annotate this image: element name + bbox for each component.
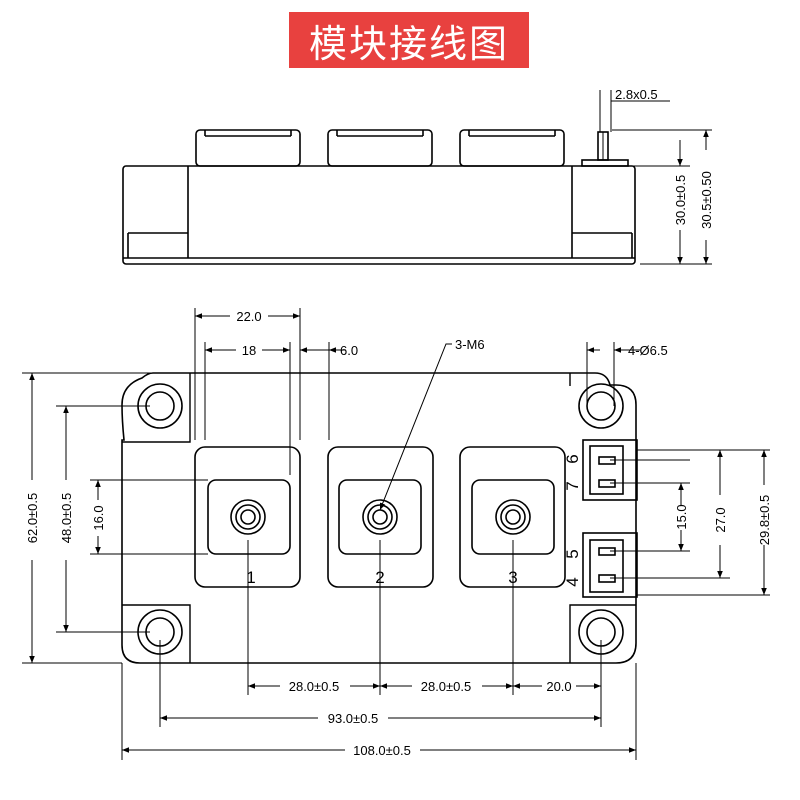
side-terminal-2 [327,129,433,167]
dim-mount-hole: 4-Ø6.5 [628,343,668,358]
dim-pitch-1: 28.0±0.5 [289,679,340,694]
side-body [122,165,636,265]
dim-hole-pitch-v: 48.0±0.5 [59,493,74,544]
top-outline [121,372,637,664]
dimension-lines [22,308,770,760]
dim-height-a: 30.0±0.5 [673,175,688,226]
dim-aux-27: 27.0 [713,507,728,532]
terminal-label-2: 2 [375,568,384,587]
dim-pitch-3: 20.0 [546,679,571,694]
aux-connector-bottom [582,532,638,598]
dim-pin-size: 2.8x0.5 [615,87,658,102]
dim-pitch-2: 28.0±0.5 [421,679,472,694]
terminal-label-3: 3 [508,568,517,587]
dim-screw: 3-M6 [455,337,485,352]
dim-term-gap: 6.0 [340,343,358,358]
dim-aux-15: 15.0 [674,504,689,529]
aux-pin-label-6: 6 [563,454,582,463]
mount-hole-tr [578,383,624,429]
dim-term-h: 16.0 [91,505,106,530]
side-terminal-1 [195,129,301,167]
dim-total-h: 62.0±0.5 [25,493,40,544]
title-text: 模块接线图 [308,21,509,66]
dim-term-width: 22.0 [236,309,261,324]
dim-aux-298: 29.8±0.5 [757,495,772,546]
dim-total-w: 108.0±0.5 [353,743,411,758]
dim-height-b: 30.5±0.50 [699,171,714,229]
aux-pin-label-4: 4 [563,577,582,586]
dim-hole-pitch-h: 93.0±0.5 [328,711,379,726]
aux-pin-label-7: 7 [563,481,582,490]
side-view [122,90,712,265]
terminal-label-1: 1 [246,568,255,587]
side-aux-pin [581,131,629,167]
side-terminal-3 [459,129,565,167]
dim-term-inner: 18 [242,343,256,358]
title-banner: 模块接线图 [289,12,529,68]
aux-connector-top [582,439,638,501]
aux-pin-label-5: 5 [563,549,582,558]
